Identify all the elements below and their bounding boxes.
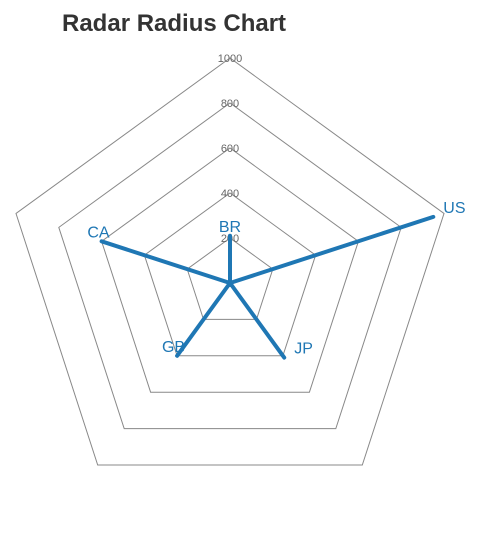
grid-ring-800 (58, 102, 402, 430)
data-spokes (99, 214, 436, 360)
grid-ring-400 (143, 192, 317, 357)
category-label-br: BR (219, 219, 241, 236)
tick-label: 800 (221, 98, 239, 110)
grid-ring-1000 (15, 57, 445, 466)
grid-ring-200 (186, 237, 274, 320)
category-labels: US JP GB CA BR (87, 200, 465, 358)
tick-label: 600 (221, 143, 239, 155)
grid-ring-600 (101, 147, 359, 393)
tick-label: 400 (221, 188, 239, 200)
spoke-us (228, 214, 436, 285)
spoke-gb (175, 281, 232, 358)
category-label-us: US (443, 200, 465, 217)
category-label-ca: CA (87, 224, 110, 241)
grid-layer (15, 57, 445, 466)
chart-title: Radar Radius Chart (62, 10, 287, 37)
tick-labels: 02004006008001000 (218, 53, 242, 290)
category-label-jp: JP (294, 341, 313, 358)
spoke-jp (228, 281, 287, 360)
category-label-gb: GB (162, 339, 185, 356)
spoke-ca (99, 239, 232, 285)
tick-label: 1000 (218, 53, 242, 65)
